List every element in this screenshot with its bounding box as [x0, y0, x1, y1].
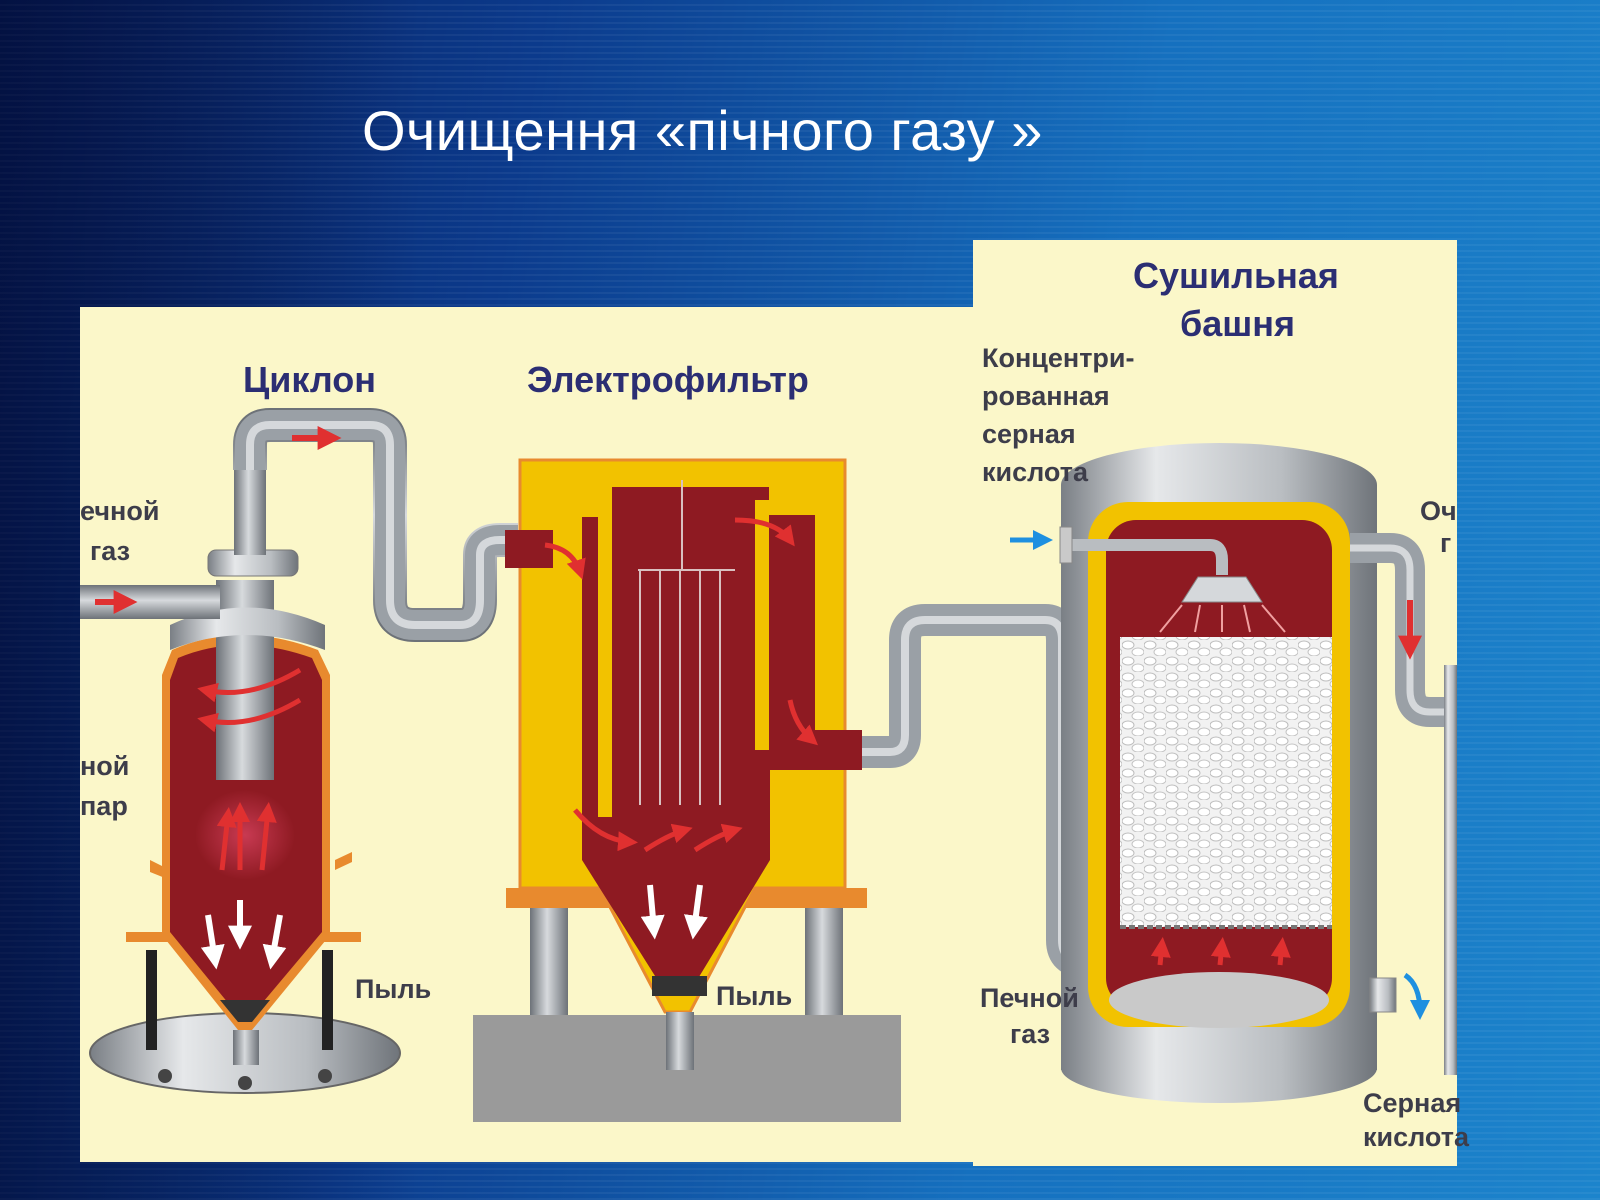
tower-gas-in-label-line1: Печной — [980, 983, 1079, 1013]
tower-gas-in-label-line2: газ — [1010, 1019, 1050, 1049]
drying-tower-title-line2: башня — [1180, 303, 1295, 344]
electrofilter-title: Электрофильтр — [527, 359, 809, 400]
acid-out-label-line1: Серная — [1363, 1088, 1461, 1118]
cyclone-title: Циклон — [243, 359, 376, 400]
cyclone — [80, 450, 401, 1094]
acid-in-label-line3: серная — [982, 419, 1076, 449]
acid-in-label-line2: рованная — [982, 381, 1110, 411]
cyclone-inlet-label-line2: газ — [90, 536, 130, 566]
acid-out-label-line2: кислота — [1363, 1122, 1470, 1152]
electrofilter-dust-label: Пыль — [716, 981, 792, 1011]
pipe-cyclone-to-electrofilter — [233, 408, 518, 642]
slide-title: Очищення «пічного газу » — [362, 99, 1043, 162]
acid-in-label-line1: Концентри- — [982, 343, 1135, 373]
tower-outlet-label-line1: Оч — [1420, 496, 1457, 526]
cyclone-side-label-line1: ной — [80, 751, 129, 781]
cyclone-inlet-label-line1: ечной — [80, 496, 159, 526]
cyclone-side-label-line2: пар — [80, 791, 128, 821]
pipe-electrofilter-to-tower — [862, 604, 1101, 978]
tower-outlet-label-line2: г — [1440, 528, 1451, 558]
drying-tower-title-line1: Сушильная — [1133, 255, 1339, 296]
cyclone-dust-label: Пыль — [355, 974, 431, 1004]
electrofilter — [473, 458, 901, 1122]
drying-tower — [1010, 443, 1457, 1103]
acid-in-label-line4: кислота — [982, 457, 1089, 487]
